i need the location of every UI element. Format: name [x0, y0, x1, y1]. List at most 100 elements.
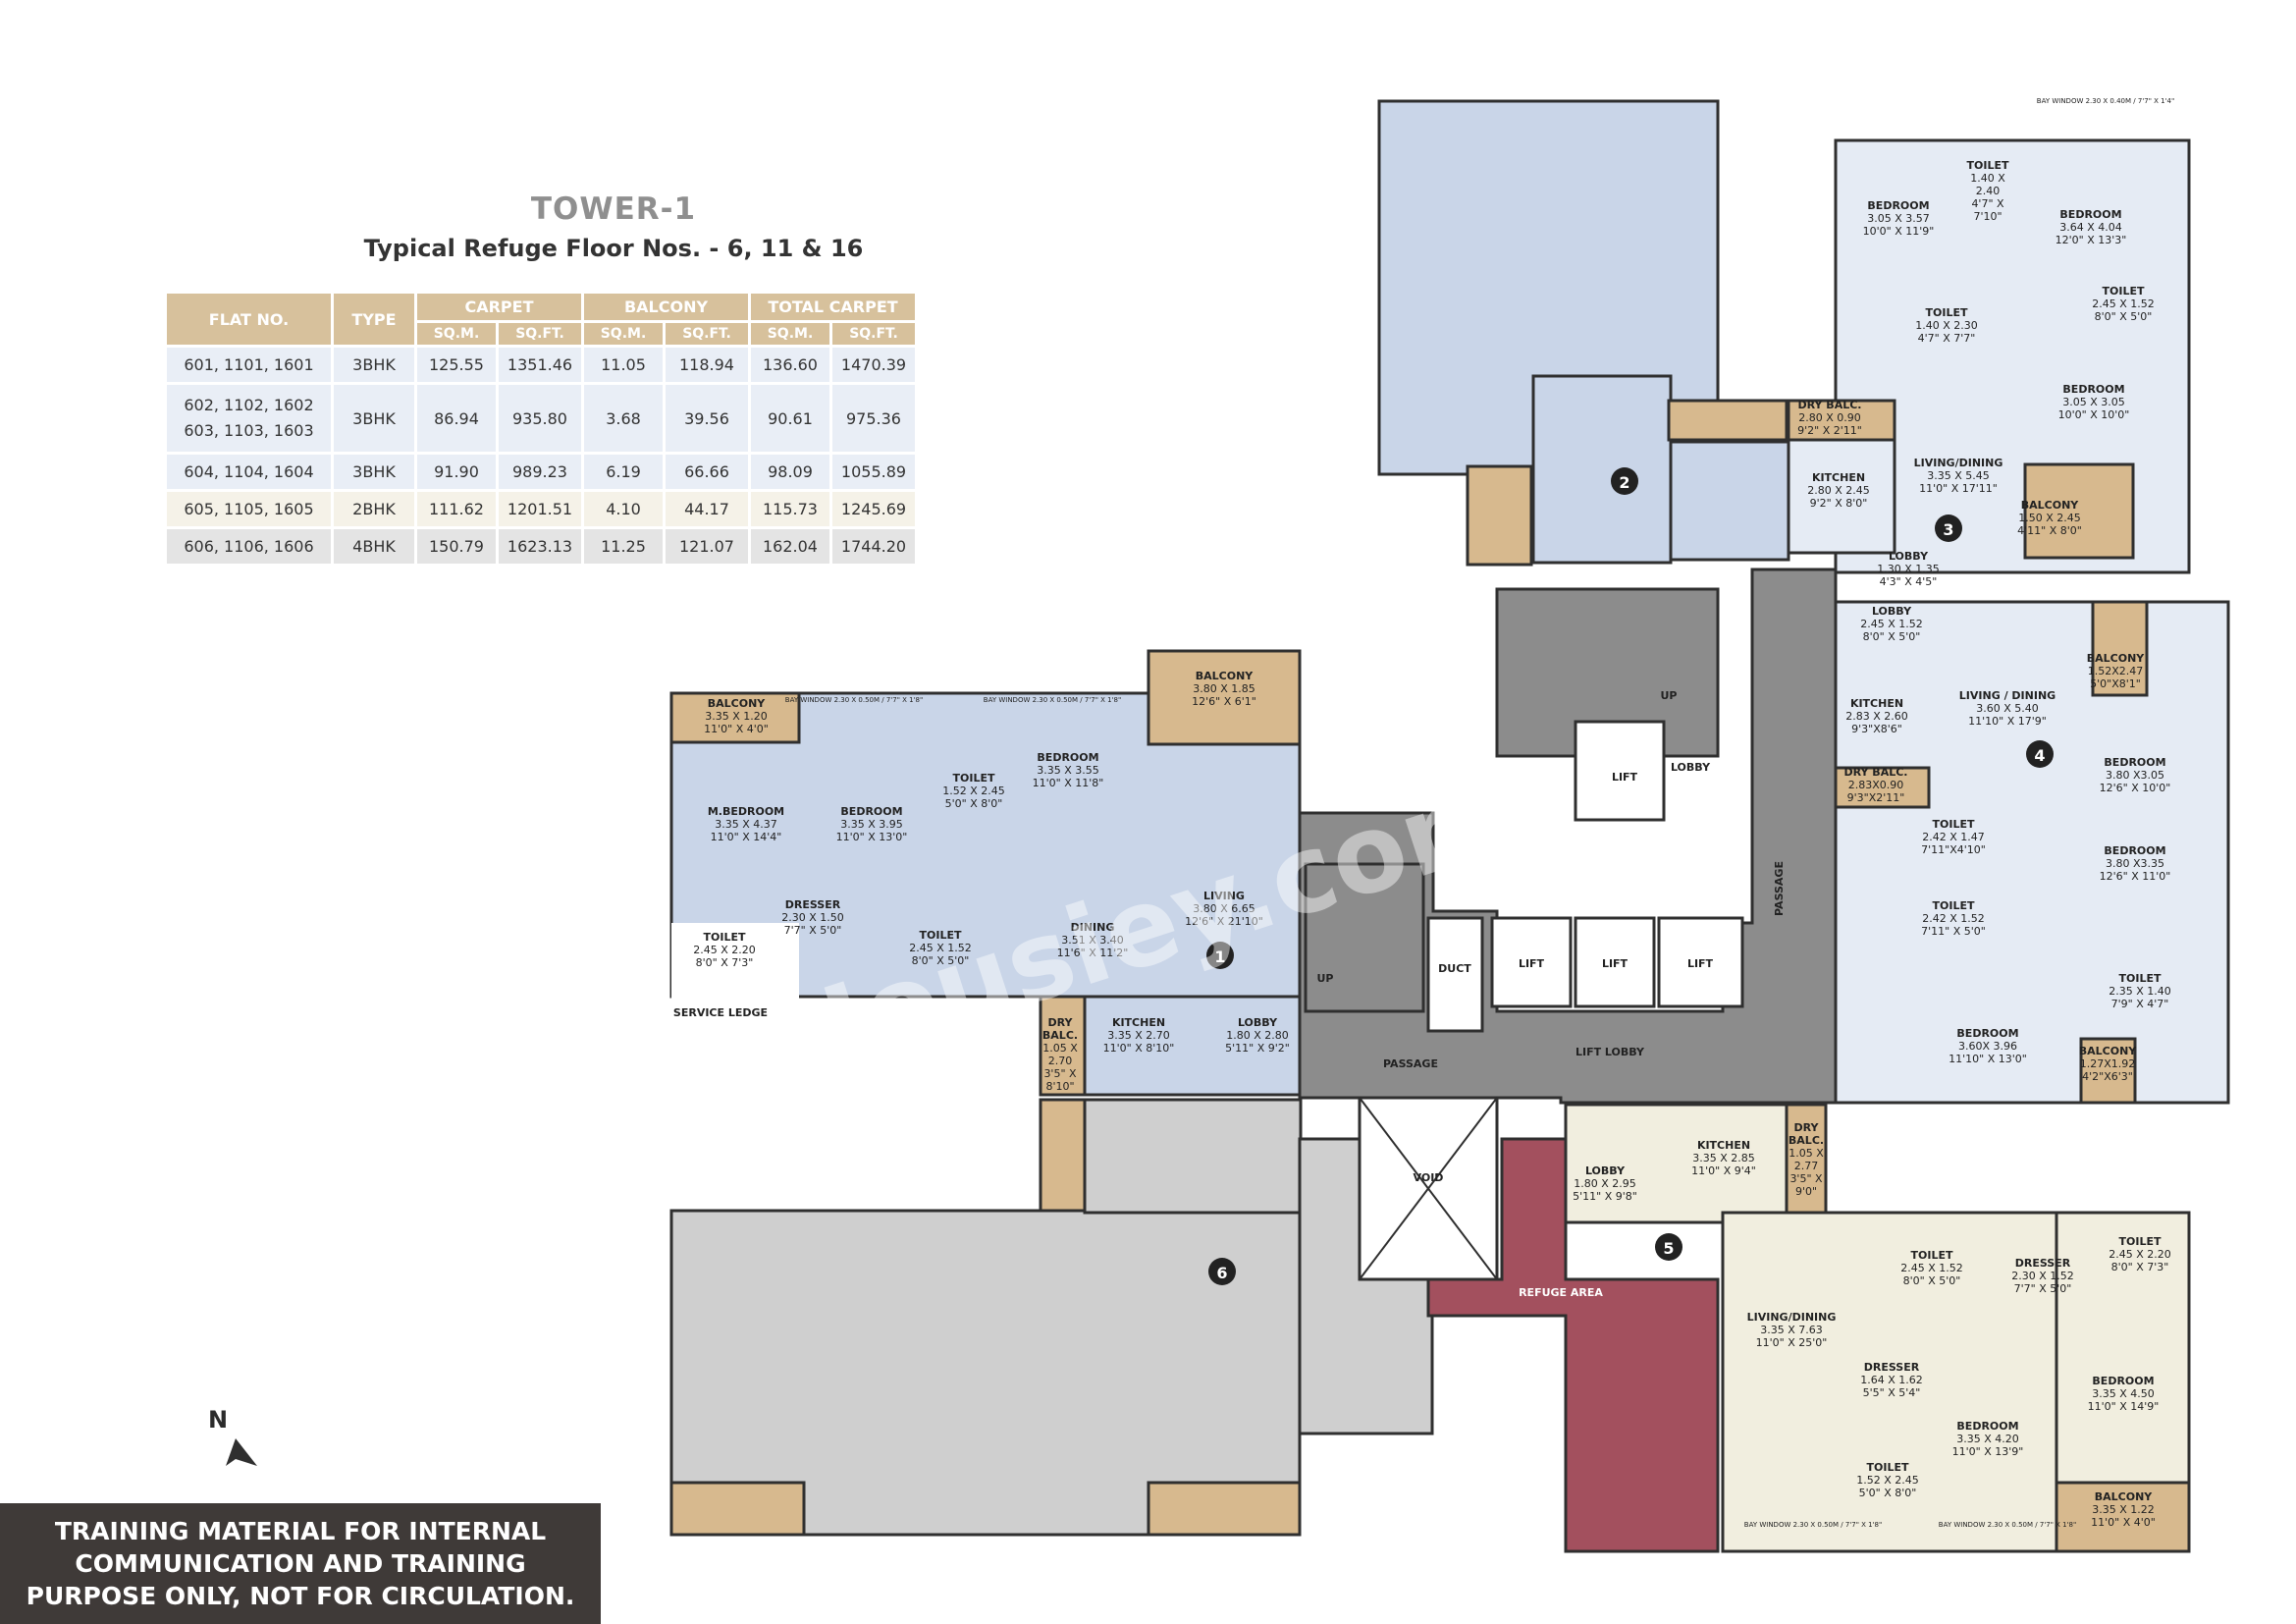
unit-badge-5: [1655, 1233, 1682, 1261]
lobby-label: LOBBY: [1671, 761, 1711, 774]
unit-3-kitchen-zone: [1787, 438, 1896, 555]
unit-sqft: SQ.FT.: [666, 323, 748, 345]
service-ledge-strip: [671, 997, 799, 1014]
training-notice: TRAINING MATERIAL FOR INTERNAL COMMUNICA…: [0, 1503, 601, 1624]
total-sqm: 162.04: [751, 529, 829, 564]
unit-2-living-zone: [1531, 374, 1673, 565]
room-size-m: 2.80 X 0.90: [1798, 411, 1861, 424]
room-size-m: 2.70: [1048, 1055, 1073, 1067]
room-size-ft: 8'0" X 5'0": [1863, 630, 1921, 643]
room-size-ft: 4'3" X 4'5": [1880, 575, 1938, 588]
room-size-m: 3.60X 3.96: [1958, 1040, 2017, 1053]
room-size-m: 2.30 X 1.52: [2011, 1270, 2074, 1282]
room-name: BALCONY: [2095, 1490, 2154, 1503]
room-size-ft: 9'2" X 2'11": [1797, 424, 1862, 437]
balcony-sqft: 121.07: [666, 529, 748, 564]
room-name: BALCONY: [2079, 1045, 2138, 1057]
room-size-ft: 4'11" X 8'0": [2017, 524, 2082, 537]
north-label: N: [208, 1406, 229, 1434]
room-size-m: 1.52X2.47: [2088, 665, 2144, 677]
flat-type: 4BHK: [334, 529, 414, 564]
room-size-ft: 7'7" X 5'0": [784, 924, 842, 937]
room-name: TOILET: [2119, 972, 2162, 985]
room-size-ft: 12'6" X 6'1": [1192, 695, 1256, 708]
room-size-ft: 8'0" X 5'0": [912, 954, 970, 967]
unit-5-balcony: [2055, 1481, 2191, 1553]
room-size-m: 1.80 X 2.95: [1574, 1177, 1636, 1190]
notice-line: COMMUNICATION AND TRAINING: [75, 1549, 526, 1578]
room-size-ft: 7'11" X 5'0": [1921, 925, 1986, 938]
total-sqft: 1245.69: [832, 492, 915, 526]
flat-no: 606, 1106, 1606: [167, 529, 331, 564]
room-size-m: 2.77: [1794, 1160, 1819, 1172]
total-sqft: 975.36: [832, 385, 915, 452]
room-size-ft: 11'0" X 4'0": [2091, 1516, 2156, 1529]
room-name: BEDROOM: [1037, 751, 1098, 764]
room-size-ft: 9'2" X 8'0": [1810, 497, 1868, 510]
room-name: TOILET: [953, 772, 995, 785]
balcony-sqft: 39.56: [666, 385, 748, 452]
unit-2: [1377, 99, 1790, 567]
carpet-sqm: 150.79: [417, 529, 496, 564]
room-name: LOBBY: [1889, 550, 1929, 563]
room-size-ft: 4'7" X 7'7": [1918, 332, 1976, 345]
room-size-ft: 11'10" X 17'9": [1968, 715, 2047, 728]
unit-6-dry-balcony: [1039, 1098, 1087, 1213]
unit-4-balcony-b: [2079, 1037, 2137, 1105]
unit-5: [1564, 1103, 2191, 1553]
table-header-row: FLAT NO. TYPE CARPET BALCONY TOTAL CARPE…: [167, 294, 915, 345]
room-size-m: 1.50 X 2.45: [2018, 512, 2081, 524]
balcony-sqm: 4.10: [584, 492, 663, 526]
room-name: TOILET: [2119, 1235, 2162, 1248]
service-ledge-zone: [671, 923, 799, 997]
room-name: BALCONY: [2021, 499, 2080, 512]
room-size-ft: 7'10": [1973, 210, 2002, 223]
total-sqm: 90.61: [751, 385, 829, 452]
room-name: LIVING / DINING: [1959, 689, 2056, 702]
room-size-m: 1.40 X 2.30: [1915, 319, 1978, 332]
unit-2-balcony: [1466, 464, 1533, 567]
notice-line: TRAINING MATERIAL FOR INTERNAL: [54, 1517, 547, 1545]
room-size-ft: 10'0" X 10'0": [2058, 408, 2130, 421]
bay-window-label: BAY WINDOW 2.30 X 0.50M / 7'7" X 1'8": [1744, 1521, 1882, 1529]
bay-window-label: BAY WINDOW 2.30 X 0.50M / 7'7" X 1'8": [984, 696, 1121, 704]
room-name: BALC.: [1042, 1029, 1078, 1042]
room-name: BEDROOM: [840, 805, 902, 818]
room-size-ft: 8'10": [1045, 1080, 1074, 1093]
unit-5-dry-balcony: [1785, 1103, 1828, 1215]
area-table: FLAT NO. TYPE CARPET BALCONY TOTAL CARPE…: [164, 291, 918, 567]
lift-label: LIFT: [1519, 957, 1545, 970]
table-row: 604, 1104, 1604 3BHK 91.90 989.23 6.19 6…: [167, 455, 915, 489]
room-size-ft: 11'0" X 17'11": [1919, 482, 1998, 495]
unit-number: 6: [1216, 1264, 1227, 1282]
unit-sqft: SQ.FT.: [832, 323, 915, 345]
room-size-ft: 5'11" X 9'8": [1573, 1190, 1637, 1203]
room-size-ft: 8'0" X 5'0": [2095, 310, 2153, 323]
unit-2-dry-balcony: [1667, 399, 1789, 442]
core: [1298, 568, 1838, 1553]
room-name: BEDROOM: [2092, 1375, 2154, 1387]
refuge-label: REFUGE AREA: [1519, 1286, 1603, 1299]
room-name: TOILET: [920, 929, 962, 942]
room-name: LOBBY: [1238, 1016, 1278, 1029]
room-name: TOILET: [704, 931, 746, 944]
room-size-m: 1.27X1.92: [2080, 1057, 2136, 1070]
room-size-ft: 3'5" X: [1043, 1067, 1077, 1080]
col-type: TYPE: [334, 294, 414, 345]
room-name: DRESSER: [1864, 1361, 1920, 1374]
room-name: LIVING/DINING: [1914, 457, 2003, 469]
room-size-m: 3.80 X 1.85: [1193, 682, 1255, 695]
room-size-m: 2.83 X 2.60: [1845, 710, 1908, 723]
total-sqm: 115.73: [751, 492, 829, 526]
room-name: TOILET: [1867, 1461, 1909, 1474]
lift-label: LIFT: [1602, 957, 1629, 970]
room-size-m: 1.52 X 2.45: [1856, 1474, 1919, 1487]
lift-label: LIFT: [1687, 957, 1714, 970]
balcony-sqm: 11.05: [584, 348, 663, 382]
room-size-m: 3.35 X 1.20: [705, 710, 768, 723]
room-size-ft: 5'0" X 8'0": [945, 797, 1003, 810]
room-size-ft: 12'6" X 11'0": [2100, 870, 2171, 883]
unit-4-body: [1834, 600, 2230, 1105]
carpet-sqft: 1351.46: [499, 348, 581, 382]
